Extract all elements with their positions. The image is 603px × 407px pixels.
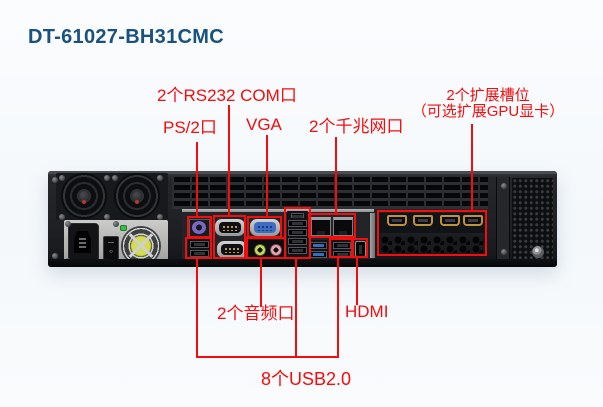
- usb-port: [288, 229, 307, 236]
- usb-port: [189, 250, 209, 257]
- label-expansion: 2个扩展槽位 （可选扩展GPU显卡）: [410, 88, 566, 120]
- usb2-stack-middle: [287, 211, 308, 259]
- callout-line-hdmi: [356, 257, 358, 305]
- io-shield-edge: [370, 213, 375, 258]
- highlight-box-lan: [308, 213, 356, 238]
- cooling-fan-icon: [61, 173, 107, 219]
- callout-line-com: [228, 105, 230, 216]
- screw-icon: [157, 214, 163, 220]
- label-expansion-line1: 2个扩展槽位: [446, 87, 530, 104]
- usb-port: [288, 247, 307, 254]
- lan-port-2: [333, 217, 353, 236]
- highlight-box-usb-right: [329, 238, 353, 258]
- highlight-box-ps2: [187, 216, 212, 238]
- vent-slots: [172, 177, 488, 209]
- callout-line-expansion: [471, 124, 473, 211]
- power-led: [120, 225, 127, 231]
- highlight-box-audio: [246, 237, 286, 259]
- label-lan: 2个千兆网口: [309, 117, 404, 136]
- power-supply-panel: —○: [64, 220, 168, 266]
- io-panel: [182, 209, 374, 262]
- label-rs232: 2个RS232 COM口: [157, 86, 297, 105]
- label-usb: 8个USB2.0: [261, 369, 352, 389]
- usb3-port: [310, 242, 327, 249]
- usb2-stack-right: [332, 240, 352, 258]
- callout-line-usb-connector: [196, 356, 339, 358]
- displayport-icon: [413, 215, 433, 226]
- expansion-card-slot: [379, 213, 485, 233]
- vga-port: [250, 219, 280, 236]
- screw-icon: [501, 249, 507, 255]
- usb-port: [288, 220, 307, 227]
- highlight-box-hdmi: [352, 238, 368, 258]
- callout-line-ps2: [196, 142, 198, 218]
- displayport-icon: [387, 215, 407, 226]
- power-switch: —○: [103, 236, 119, 260]
- label-vga: VGA: [246, 115, 282, 134]
- screw-icon: [52, 177, 58, 183]
- product-model-title: DT-61027-BH31CMC: [28, 26, 224, 48]
- screw-icon: [112, 175, 118, 181]
- usb-port: [291, 213, 304, 218]
- highlight-box-vga: [247, 216, 282, 238]
- screw-icon: [59, 214, 65, 220]
- callout-line-audio: [260, 258, 262, 307]
- label-audio: 2个音频口: [217, 304, 295, 323]
- usb-port: [189, 241, 209, 248]
- mic-in-jack: [270, 244, 282, 256]
- label-ps2: PS/2口: [163, 118, 217, 137]
- screw-icon: [104, 175, 110, 181]
- screw-icon: [113, 221, 119, 227]
- ps2-port: [189, 219, 210, 237]
- callout-line-usb-right: [337, 257, 339, 358]
- chassis-bottom-edge: [48, 259, 557, 267]
- highlight-box-usb-middle: [284, 207, 311, 259]
- cooling-fan-icon: [114, 173, 160, 219]
- highlight-box-usb-left: [185, 237, 212, 259]
- usb-port: [288, 238, 307, 245]
- line-out-jack: [254, 244, 266, 256]
- callout-line-usb-left: [196, 258, 198, 358]
- usb-port: [333, 242, 351, 249]
- callout-line-lan: [335, 137, 337, 214]
- com-port-1: [215, 219, 245, 236]
- highlight-box-com: [213, 215, 246, 259]
- expansion-slot-vent-bracket: [379, 236, 485, 253]
- displayport-icon: [463, 215, 483, 226]
- side-vent-panel: [512, 178, 553, 260]
- screw-icon: [52, 253, 58, 259]
- callout-line-usb-middle: [295, 258, 297, 358]
- screw-icon: [59, 175, 65, 181]
- screw-icon: [157, 175, 163, 181]
- displayport-icon: [440, 215, 460, 226]
- usb3-stack: [309, 240, 328, 258]
- ac-inlet-port: [68, 223, 99, 262]
- screw-icon: [501, 183, 507, 189]
- label-hdmi: HDMI: [345, 302, 389, 321]
- screw-icon: [104, 214, 110, 220]
- com-port-2: [217, 241, 247, 258]
- callout-line-vga: [266, 135, 268, 217]
- slot-divider: [496, 177, 510, 261]
- highlight-box-expansion: [377, 210, 487, 256]
- chassis-top-edge: [48, 171, 557, 174]
- screw-icon: [65, 221, 71, 227]
- usb3-port: [310, 251, 327, 258]
- audio-jacks: [248, 240, 285, 260]
- label-expansion-line2: （可选扩展GPU显卡）: [411, 103, 565, 120]
- lan-port-1: [311, 217, 331, 236]
- thumbscrew-icon: [532, 246, 544, 258]
- usb2-stack-left: [188, 239, 210, 260]
